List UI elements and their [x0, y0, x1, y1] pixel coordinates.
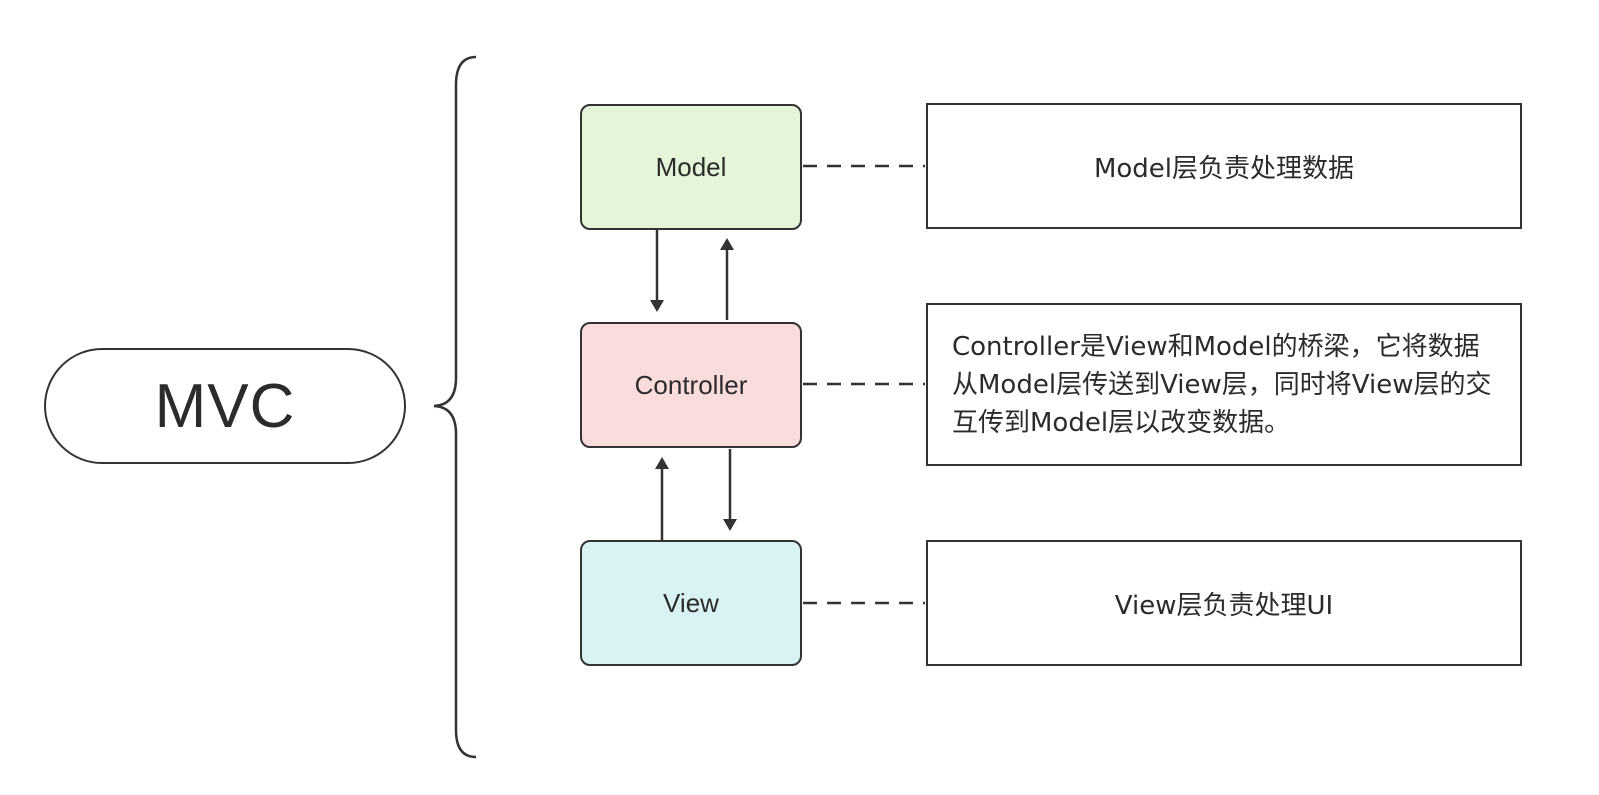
root-label: MVC: [154, 371, 296, 441]
model-description-box: Model层负责处理数据: [926, 103, 1522, 229]
controller-description-box: Controller是View和Model的桥梁，它将数据从Model层传送到V…: [926, 303, 1522, 466]
controller-label: Controller: [634, 369, 748, 400]
controller-box: Controller: [580, 322, 802, 448]
view-label: View: [663, 587, 719, 618]
controller-description: Controller是View和Model的桥梁，它将数据从Model层传送到V…: [952, 331, 1492, 438]
view-description-box: View层负责处理UI: [926, 540, 1522, 666]
model-box: Model: [580, 104, 802, 230]
view-description: View层负责处理UI: [1114, 590, 1334, 621]
view-box: View: [580, 540, 802, 666]
grouping-brace: [433, 55, 477, 759]
model-label: Model: [655, 151, 727, 182]
root-node-mvc: MVC: [44, 348, 406, 464]
model-description: Model层负责处理数据: [1093, 153, 1355, 184]
